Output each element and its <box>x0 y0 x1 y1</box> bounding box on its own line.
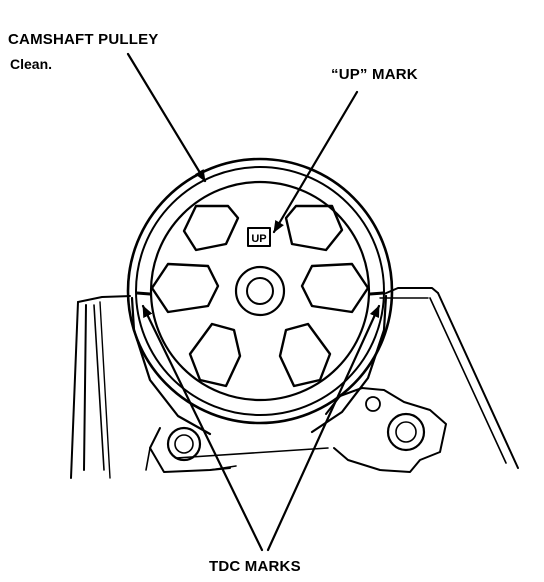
camshaft-pulley-label: CAMSHAFT PULLEY <box>8 31 159 48</box>
pulley-spoke-windows <box>150 204 370 388</box>
casting-bolt-left <box>166 426 202 462</box>
tdc-marks-label: TDC MARKS <box>209 558 301 575</box>
leader-tdc-left <box>141 304 264 552</box>
casting-bolt-right <box>365 396 426 452</box>
timing-belt <box>130 294 388 436</box>
up-stamp: UP <box>251 233 266 245</box>
up-mark-label: “UP” MARK <box>331 66 418 83</box>
pulley-hub <box>234 265 286 317</box>
pulley-bolt <box>246 277 274 305</box>
leader-tdc-right <box>266 304 381 552</box>
leader-camshaft-pulley <box>126 52 207 183</box>
engine-cover-right <box>379 287 519 469</box>
up-mark-box <box>247 227 271 247</box>
leader-up-mark <box>272 90 359 234</box>
engine-cover-left <box>70 295 131 479</box>
tdc-mark-left <box>135 291 152 296</box>
tdc-mark-right <box>368 291 385 296</box>
camshaft-pulley-note: Clean. <box>10 56 53 72</box>
head-casting <box>145 387 447 473</box>
camshaft-pulley <box>126 157 394 425</box>
